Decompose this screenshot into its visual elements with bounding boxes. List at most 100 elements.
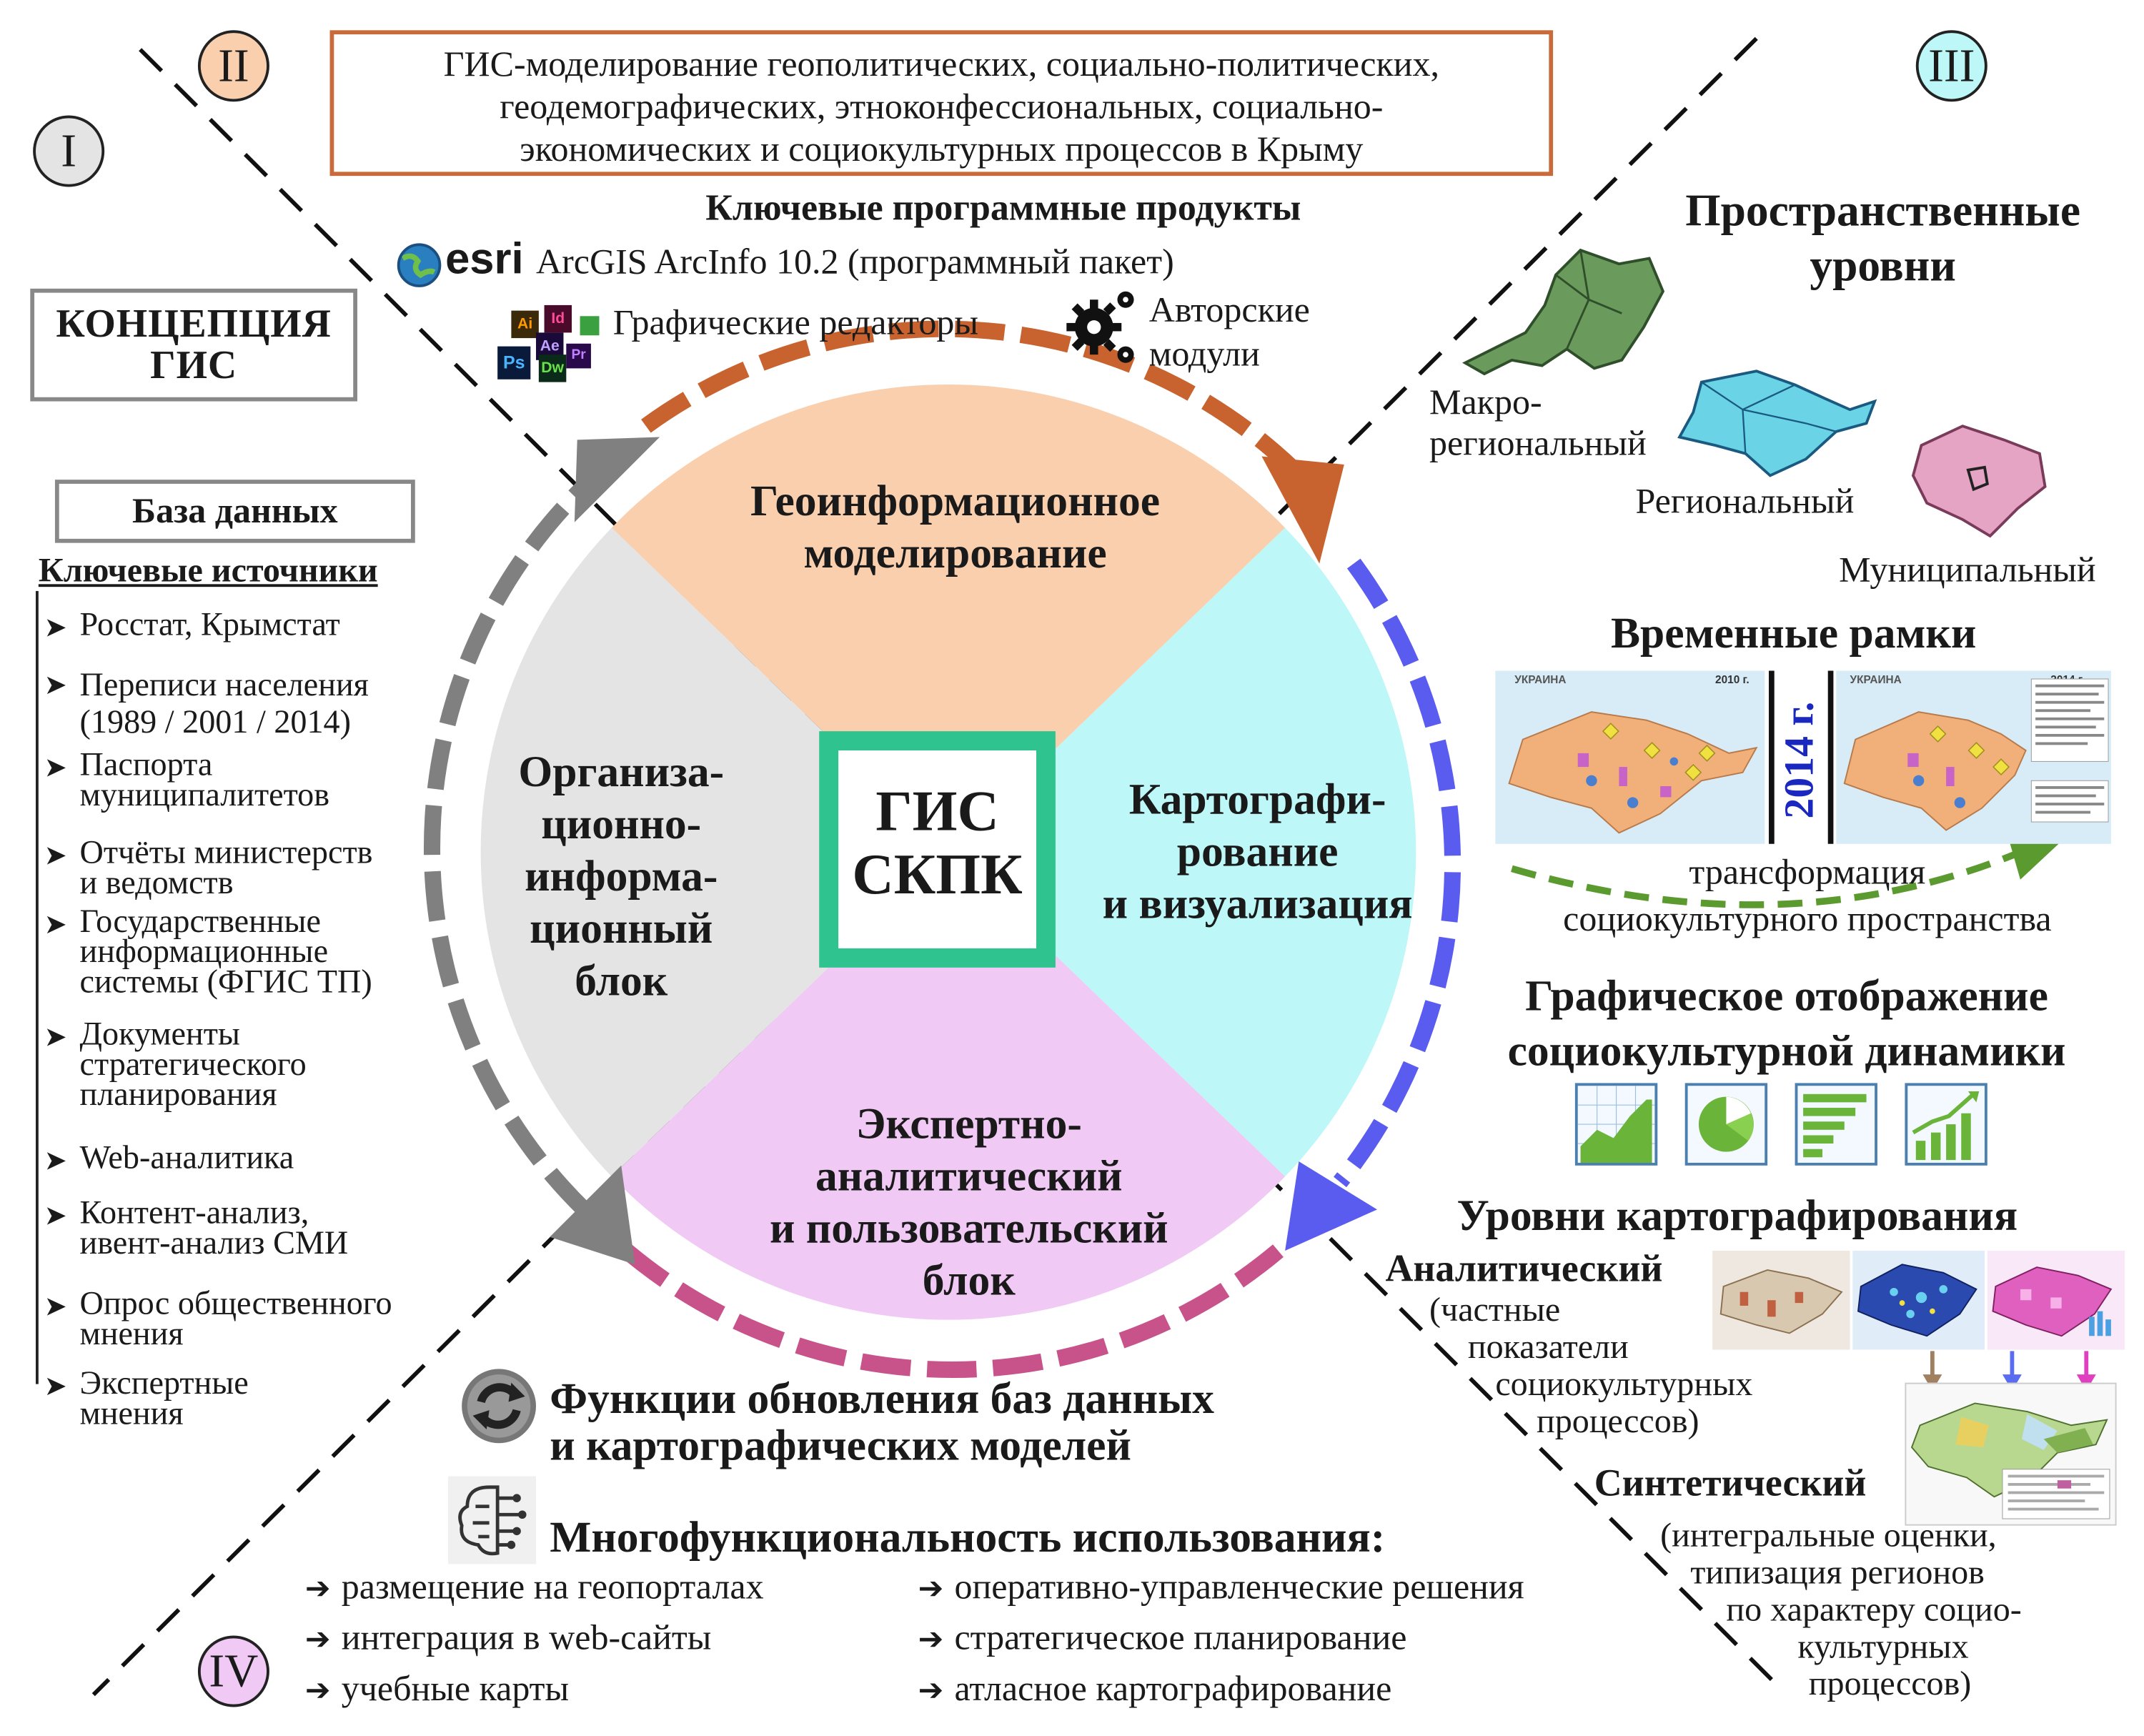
update-line-1: Функции обновления баз данных (550, 1373, 1214, 1423)
arc-left (424, 461, 610, 1216)
quadrant-2-badge: II (197, 30, 269, 102)
sector-left-fill (480, 527, 948, 1177)
arrowhead-bottom (550, 1165, 635, 1265)
title-line-1: ГИС-моделирование геополитических, социа… (443, 44, 1440, 84)
list-item: ➤Переписи населения (1989 / 2001 / 2014) (44, 668, 369, 741)
synthetic-line-5: процессов) (1808, 1665, 1972, 1703)
globe-icon (397, 243, 442, 287)
list-item: ➤Контент-анализ, ивент-анализ СМИ (44, 1196, 349, 1262)
arc-top (641, 320, 1312, 487)
map-after-2014: УКРАИНА 2014 г. (1836, 670, 2111, 844)
caption-line-1: трансформация (1689, 852, 1926, 893)
list-item: ➤Экспертные мнения (44, 1366, 249, 1432)
diagonal-line-cross (91, 36, 1758, 1697)
map-before-2014: УКРАИНА 2010 г. (1495, 670, 1765, 844)
arrow-icon: ➤ (44, 1146, 67, 1177)
arrowhead-top (1261, 456, 1344, 564)
arrow-icon: ➤ (44, 1022, 67, 1053)
region-map-icon (1677, 369, 1877, 477)
spatial-heading: Пространственные уровни (1649, 184, 2117, 294)
photoshop-icon: Ps (497, 346, 531, 380)
analytic-map-2 (1852, 1251, 1985, 1350)
modules-line-1: Авторские (1148, 289, 1310, 330)
macro-region-map-icon (1461, 248, 1665, 376)
list-item: ➔интеграция в web-сайты (304, 1617, 712, 1658)
indesign-icon: Id (544, 304, 572, 333)
concept-line-1: КОНЦЕПЦИЯ (56, 302, 332, 347)
arrow-icon: ➔ (304, 1672, 331, 1707)
main-title-box: ГИС-моделирование геополитических, социа… (329, 30, 1554, 177)
database-box: База данных (54, 480, 415, 543)
area-chart-icon (1574, 1083, 1658, 1166)
list-item: ➔стратегическое планирование (918, 1617, 1407, 1658)
list-item: ➤Отчёты министерств и ведомств (44, 835, 373, 902)
transformation-caption: трансформация социокультурного пространс… (1498, 849, 2116, 943)
macro-line-1: Макро- (1429, 382, 1542, 422)
caption-line-2: социокультурного пространства (1563, 898, 2052, 939)
graphics-editors-label: Графические редакторы (612, 302, 978, 342)
illustrator-icon: Ai (511, 310, 539, 339)
arrowhead-right (1285, 1161, 1377, 1251)
map-before-country-label: УКРАИНА (1514, 673, 1567, 686)
region-label: Региональный (1635, 481, 1855, 521)
adobe-icons-group: Ai Id Ae Ps Dw Pr (497, 304, 607, 382)
graphics-heading-line-2: социокультурной динамики (1507, 1025, 2066, 1075)
software-heading: Ключевые программные продукты (705, 187, 1301, 229)
pie-chart-icon (1684, 1083, 1768, 1166)
list-item: ➤Государственные информационные системы … (44, 904, 372, 1001)
concept-line-2: ГИС (150, 343, 238, 388)
arc-bottom (612, 1237, 1284, 1378)
analytic-description: (частные показатели социокультурных проц… (1429, 1292, 1752, 1441)
arrow-icon: ➔ (918, 1571, 944, 1606)
authors-modules-label: Авторские модули (1149, 289, 1310, 377)
arrow-icon: ➤ (44, 1201, 67, 1232)
sector-top-fill (611, 384, 1286, 853)
arrow-icon: ➔ (304, 1622, 331, 1657)
spatial-heading-line-1: Пространственные (1685, 187, 2081, 237)
premiere-icon: Pr (566, 343, 591, 369)
green-tool-icon (580, 316, 600, 336)
synthetic-description: (интегральные оценки, типизация регионов… (1660, 1517, 2022, 1703)
list-item: ➔атласное картографирование (918, 1668, 1392, 1709)
synthetic-line-2: типизация регионов (1690, 1554, 1985, 1592)
analytic-line-4: процессов) (1537, 1403, 1699, 1441)
macro-line-2: региональный (1429, 423, 1647, 464)
arrow-icon: ➤ (44, 1372, 67, 1402)
list-item: ➤Документы стратегического планирования (44, 1017, 307, 1113)
year-label: 2014 г. (1777, 701, 1823, 819)
title-line-2: геодемографических, этноконфессиональных… (500, 86, 1384, 127)
sector-bottom-fill (611, 852, 1286, 1320)
center-gis-box: ГИС СКПК (819, 731, 1056, 968)
analytic-map-3 (1987, 1251, 2125, 1350)
arrow-icon: ➤ (44, 1291, 67, 1323)
year-label-box: 2014 г. (1773, 673, 1828, 841)
arrow-icon: ➔ (918, 1672, 944, 1707)
municipal-map-icon (1911, 425, 2047, 538)
arc-right (1334, 558, 1461, 1188)
list-item: ➤Паспорта муниципалитетов (44, 748, 330, 814)
synthetic-line-1: (интегральные оценки, (1660, 1517, 1997, 1555)
arrow-icon: ➤ (44, 910, 67, 941)
arcgis-label: ArcGIS ArcInfo 10.2 (программный пакет) (536, 242, 1174, 282)
list-item: ➤Web-аналитика (44, 1141, 294, 1177)
list-item: ➤Росстат, Крымстат (44, 607, 340, 644)
arrow-icon: ➤ (44, 840, 67, 872)
quadrant-3-badge: III (1915, 30, 1987, 102)
list-item: ➤Опрос общественного мнения (44, 1286, 392, 1353)
analytic-line-3: социокультурных (1495, 1366, 1753, 1404)
time-heading: Временные рамки (1610, 607, 1977, 658)
sector-right-fill (948, 527, 1416, 1177)
graphics-heading-line-1: Графическое отображение (1525, 970, 2048, 1020)
macro-region-label: Макро- региональный (1429, 382, 1647, 465)
synthetic-map (1905, 1382, 2117, 1526)
dreamweaver-icon: Dw (538, 354, 567, 382)
analytic-maps-group (1712, 1251, 2125, 1350)
esri-logo: esri (445, 233, 524, 284)
quadrant-1-badge: I (33, 115, 105, 187)
bar-chart-icon (1795, 1083, 1877, 1166)
sector-geoinformation-label: Геоинформационное моделирование (750, 475, 1161, 577)
municipal-label: Муниципальный (1839, 550, 2096, 590)
arrow-icon: ➔ (918, 1622, 944, 1657)
multifunction-heading: Многофункциональность использования: (550, 1512, 1386, 1562)
arrow-icon: ➔ (304, 1571, 331, 1606)
